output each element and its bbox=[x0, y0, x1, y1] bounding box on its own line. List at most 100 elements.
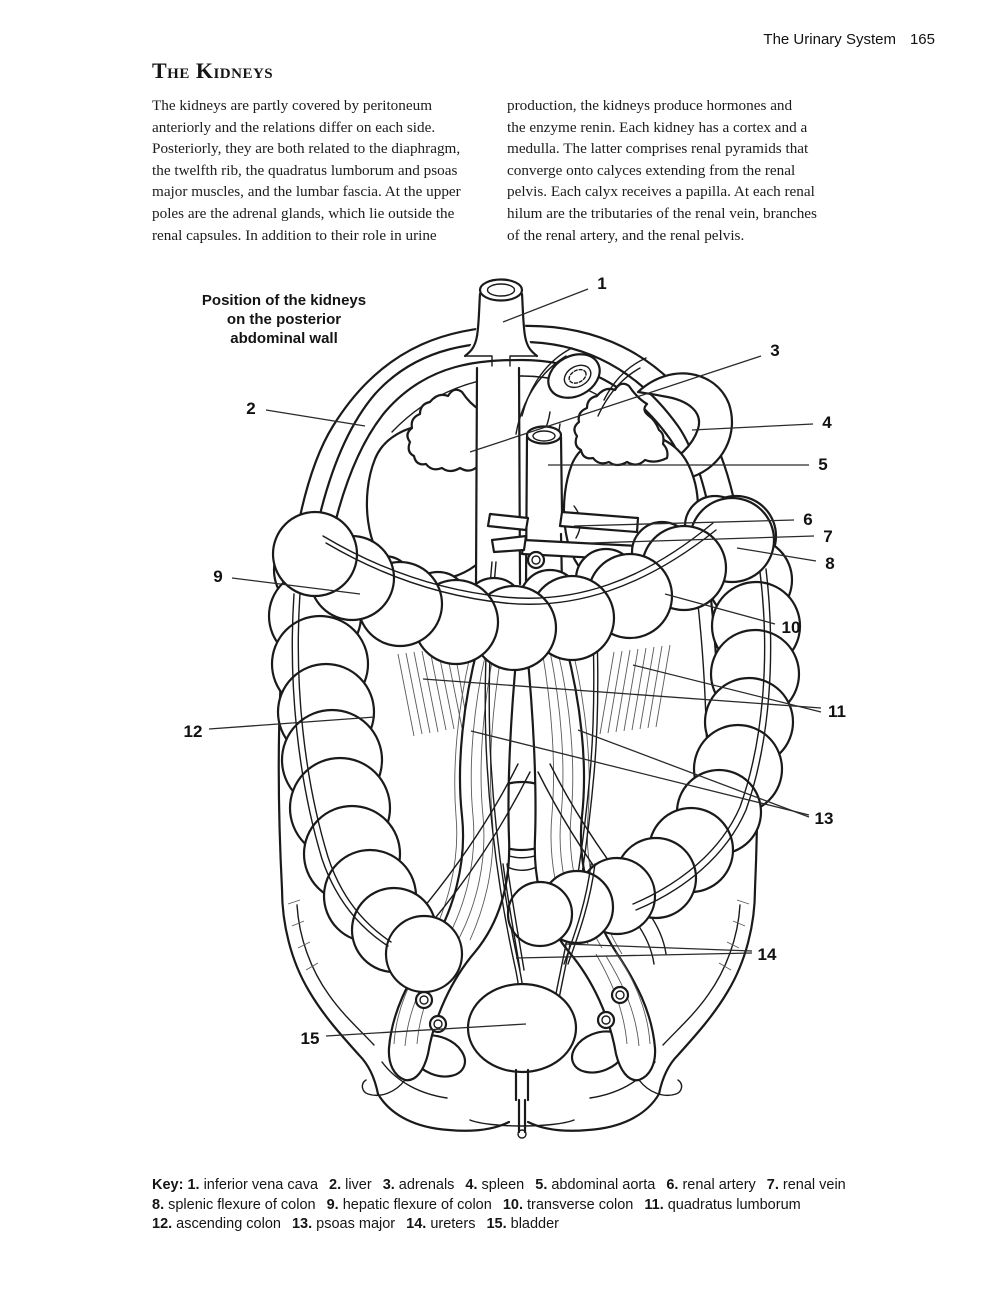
key-line: 12.ascending colon 13.psoas major 14.urete… bbox=[152, 1215, 872, 1235]
key-item-number: 11. bbox=[644, 1196, 664, 1213]
key-item-number: 14. bbox=[406, 1216, 427, 1232]
renal-artery bbox=[558, 510, 640, 534]
figure-label-1: 1 bbox=[597, 274, 606, 293]
key-item-number: 15. bbox=[486, 1216, 507, 1232]
leader-line-11 bbox=[632, 664, 822, 713]
figure-label-14: 14 bbox=[758, 945, 777, 964]
ureters-front-segment bbox=[502, 863, 596, 971]
key-item-number: 5. bbox=[535, 1177, 548, 1193]
running-header-title: The Urinary System bbox=[763, 31, 896, 48]
key-item-label: inferior vena cava bbox=[203, 1177, 319, 1193]
leader-line-12 bbox=[208, 716, 376, 730]
figure-label-7: 7 bbox=[823, 527, 832, 546]
key-item: 10.transverse colon bbox=[503, 1197, 634, 1213]
key-item-label: renal vein bbox=[782, 1177, 846, 1193]
key-item-number: 3. bbox=[382, 1177, 395, 1193]
key-item-label: adrenals bbox=[398, 1177, 455, 1193]
key-item: 12.ascending colon bbox=[152, 1216, 281, 1232]
leader-line-4 bbox=[691, 423, 814, 431]
leader-line-3 bbox=[469, 355, 762, 453]
leader-line-9 bbox=[231, 577, 361, 595]
key-item-number: 10. bbox=[502, 1196, 523, 1213]
figure-label-15: 15 bbox=[301, 1029, 320, 1048]
figure-caption-line: on the posterior bbox=[226, 311, 342, 328]
leader-line-13 bbox=[470, 730, 810, 816]
key-item: 5.abdominal aorta bbox=[535, 1177, 655, 1193]
key-line: 8.splenic flexure of colon 9.hepatic flex… bbox=[152, 1196, 872, 1216]
figure-caption-line: Position of the kidneys bbox=[201, 292, 367, 309]
key-item-label: hepatic flexure of colon bbox=[342, 1196, 492, 1213]
key-item-label: bladder bbox=[510, 1216, 559, 1232]
key-item-number: 7. bbox=[766, 1177, 779, 1193]
esophagus-cut-tube bbox=[515, 347, 647, 475]
running-header: The Urinary System 165 bbox=[763, 31, 935, 48]
figure-caption-line: abdominal wall bbox=[230, 330, 338, 347]
key-item-number: 9. bbox=[326, 1196, 339, 1213]
figure-label-6: 6 bbox=[803, 510, 812, 529]
key-item-label: abdominal aorta bbox=[551, 1177, 656, 1193]
figure-label-8: 8 bbox=[825, 554, 834, 573]
figure-label-11: 11 bbox=[828, 702, 846, 721]
key-item: 2.liver bbox=[329, 1177, 372, 1193]
key-item-label: ascending colon bbox=[176, 1216, 281, 1232]
figure-label-10: 10 bbox=[782, 618, 801, 637]
figure-label-5: 5 bbox=[818, 455, 827, 474]
figure-label-13: 13 bbox=[815, 809, 834, 828]
figure-label-3: 3 bbox=[770, 341, 779, 360]
leader-line-7 bbox=[589, 535, 815, 544]
key-item: 15.bladder bbox=[486, 1216, 559, 1232]
key-item-number: 6. bbox=[666, 1177, 679, 1193]
key-item-label: psoas major bbox=[316, 1216, 396, 1232]
leader-line-1 bbox=[502, 288, 589, 323]
key-item: 13.psoas major bbox=[292, 1216, 395, 1232]
key-item: 9.hepatic flexure of colon bbox=[327, 1197, 492, 1213]
key-item-number: 8. bbox=[152, 1196, 165, 1213]
key-item-number: 2. bbox=[329, 1177, 342, 1193]
leader-line-15 bbox=[325, 1023, 527, 1037]
key-item-label: ureters bbox=[430, 1216, 476, 1232]
cut-vessel-rings bbox=[414, 985, 630, 1034]
bladder bbox=[466, 982, 578, 1139]
leader-line-14 bbox=[564, 943, 753, 952]
leader-line-8 bbox=[736, 547, 817, 562]
figure-key: Key: 1.inferior vena cava 2.liver 3.adrena… bbox=[152, 1176, 872, 1235]
urethra-stub bbox=[514, 1068, 530, 1102]
key-item-label: transverse colon bbox=[526, 1196, 634, 1213]
key-item: 6.renal artery bbox=[666, 1177, 755, 1193]
body-text-left-column: The kidneys are partly covered by perito… bbox=[152, 97, 461, 244]
leader-line-11 bbox=[422, 678, 822, 709]
key-item-label: renal artery bbox=[682, 1177, 756, 1193]
body-text-right-column: production, the kidneys produce hormones… bbox=[507, 97, 817, 244]
page-number: 165 bbox=[909, 31, 935, 48]
page-title: The Kidneys bbox=[152, 58, 274, 83]
key-item-number: 4. bbox=[465, 1177, 478, 1193]
key-item-number: 12. bbox=[152, 1216, 173, 1232]
figure-label-2: 2 bbox=[246, 399, 255, 418]
key-item-label: spleen bbox=[481, 1177, 525, 1193]
transverse-colon bbox=[271, 494, 776, 672]
leader-line-6 bbox=[573, 519, 795, 527]
key-item-label: quadratus lumborum bbox=[667, 1196, 801, 1213]
quadratus-lumborum bbox=[397, 644, 671, 737]
leader-line-13 bbox=[577, 729, 810, 818]
key-item: 8.splenic flexure of colon bbox=[152, 1197, 316, 1213]
figure-label-12: 12 bbox=[184, 722, 203, 741]
figure-caption: Position of the kidneys on the posterior a… bbox=[174, 291, 394, 348]
key-item-number: 13. bbox=[291, 1216, 313, 1232]
leader-line-10 bbox=[664, 593, 776, 625]
coccyx-stick bbox=[517, 1098, 527, 1134]
key-item-label: liver bbox=[345, 1177, 372, 1193]
key-item-label: splenic flexure of colon bbox=[168, 1196, 316, 1213]
figure-label-4: 4 bbox=[822, 413, 832, 432]
key-item: 14.ureters bbox=[406, 1216, 475, 1232]
key-item: 1.inferior vena cava bbox=[187, 1177, 318, 1193]
key-prefix: Key: bbox=[152, 1177, 188, 1193]
key-item: 3.adrenals bbox=[383, 1177, 455, 1193]
key-line: Key: 1.inferior vena cava 2.liver 3.adrena… bbox=[152, 1176, 872, 1196]
key-item: 4.spleen bbox=[465, 1177, 524, 1193]
leader-line-14 bbox=[515, 952, 753, 959]
